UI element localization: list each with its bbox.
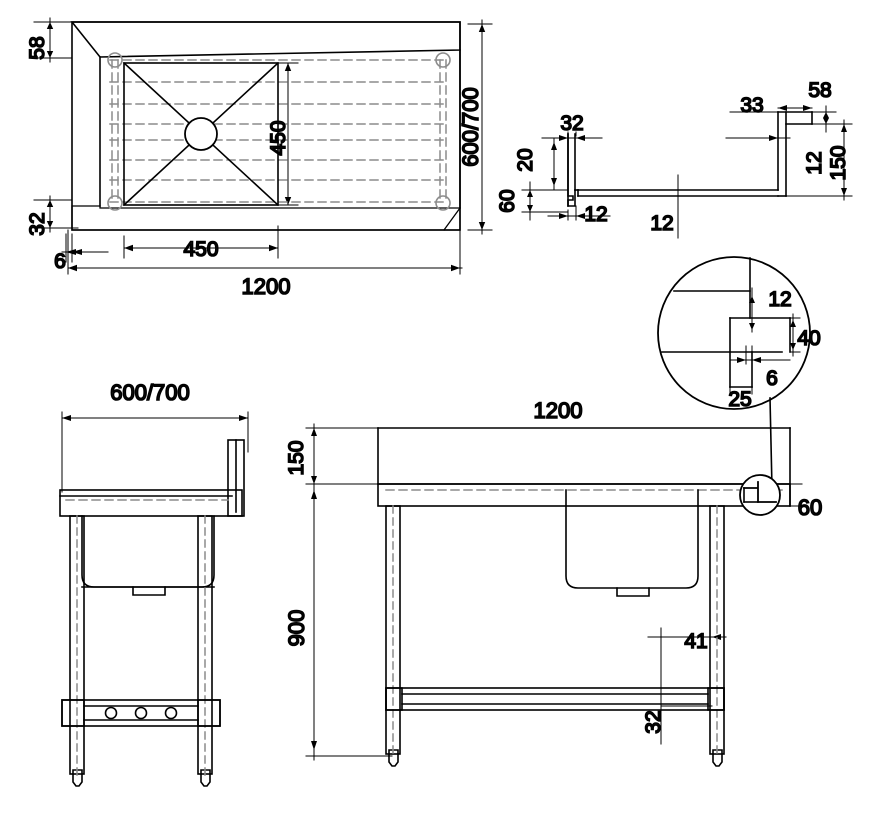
plan-dim-6: 6 (54, 250, 66, 273)
section-dim-12-right: 12 (803, 151, 826, 174)
plan-dim-32: 32 (26, 212, 49, 235)
edge-section-view: 32 20 60 12 12 33 58 12 150 (495, 78, 853, 239)
side-leg-centerlines (76, 515, 206, 779)
plan-sink-bowl (122, 61, 280, 207)
detail-callout: 12 40 6 25 (657, 256, 821, 489)
front-bowl-waste (616, 587, 650, 597)
front-elevation-dimension-lines (305, 423, 803, 761)
plan-corner-bevel (443, 207, 461, 231)
plan-dim-600-700: 600/700 (458, 87, 483, 167)
front-dim-900: 900 (284, 610, 309, 647)
section-dim-12-top: 12 (650, 212, 673, 235)
front-leg-centerlines (392, 505, 718, 759)
front-dim-32: 32 (642, 710, 665, 733)
edge-section-dimension-lines (521, 105, 853, 239)
plan-dim-1200: 1200 (242, 274, 291, 299)
side-dim-600-700: 600/700 (110, 380, 190, 405)
plan-dim-450-depth: 450 (267, 120, 290, 155)
plan-dim-58: 58 (26, 36, 49, 59)
side-worktop (59, 439, 245, 517)
front-worktop (377, 427, 791, 507)
front-edge-detail-circle (739, 474, 781, 516)
section-dim-20: 20 (514, 148, 537, 171)
front-elevation-view: 150 900 1200 41 32 60 (283, 397, 823, 767)
side-elevation-view: 600/700 (59, 379, 249, 787)
plan-hidden-lines (109, 59, 447, 203)
front-dim-60: 60 (798, 495, 822, 520)
section-dim-33: 33 (740, 94, 763, 117)
plan-dimension-lines (33, 17, 493, 275)
side-bowl-waste (132, 586, 166, 596)
detail-dimension-lines (729, 287, 801, 395)
front-dim-150: 150 (285, 440, 308, 475)
detail-dim-40: 40 (797, 327, 820, 350)
section-dim-32: 32 (560, 112, 583, 135)
front-dim-1200: 1200 (534, 398, 583, 423)
section-dim-58: 58 (808, 79, 831, 102)
section-dim-150: 150 (827, 145, 850, 180)
section-dim-12-left: 12 (584, 203, 607, 226)
detail-dim-6: 6 (766, 367, 778, 390)
plan-corner-bolts (107, 52, 451, 211)
plan-view: 58 32 6 1200 600/700 450 450 (25, 17, 493, 300)
detail-dim-12: 12 (768, 288, 791, 311)
drain-circle (184, 117, 218, 151)
side-elevation-dimension-lines (61, 411, 249, 493)
side-lower-rail (61, 699, 221, 727)
front-bowl (565, 489, 699, 589)
plan-dim-450-width: 450 (183, 238, 218, 261)
front-dim-41: 41 (684, 630, 707, 653)
detail-leader-line (769, 397, 773, 489)
detail-dim-25: 25 (728, 388, 751, 411)
detail-circle (657, 256, 811, 410)
section-dim-60: 60 (496, 189, 519, 212)
front-lower-rail (385, 687, 725, 711)
